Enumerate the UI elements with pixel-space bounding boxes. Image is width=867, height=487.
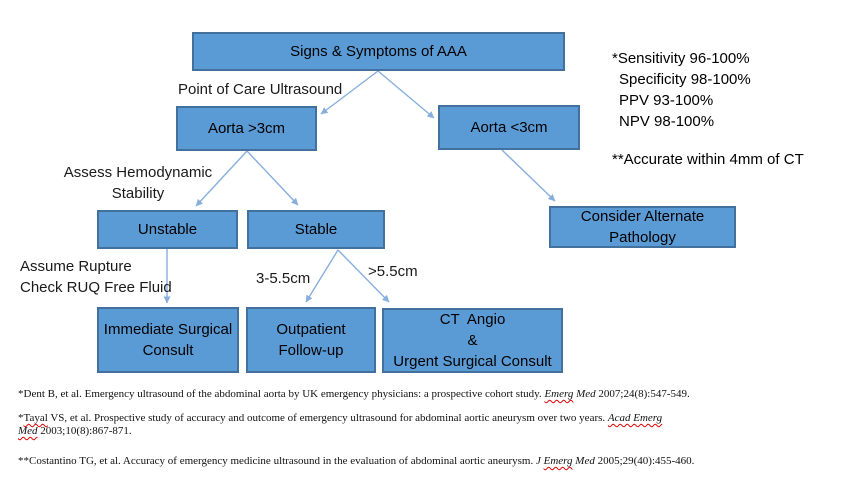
- label-assume-rupture-ruq: Assume Rupture Check RUQ Free Fluid: [20, 258, 172, 296]
- stat-ppv: PPV 93-100%: [619, 92, 714, 109]
- arrow-aortagt3-to-stable: [246, 150, 299, 206]
- node-aorta-gt3cm: Aorta >3cm: [176, 106, 317, 151]
- stat-npv: NPV 98-100%: [619, 113, 715, 130]
- node-aorta-lt3cm: Aorta <3cm: [438, 105, 580, 150]
- node-outpatient-followup: Outpatient Follow-up: [246, 307, 376, 373]
- stat-sensitivity: *Sensitivity 96-100%: [612, 50, 750, 67]
- node-ct-angio-urgent-consult: CT Angio & Urgent Surgical Consult: [382, 308, 563, 373]
- arrow-aortalt3-to-consider: [501, 149, 556, 202]
- test-statistics-block: *Sensitivity 96-100% Specificity 98-100%…: [612, 48, 751, 132]
- node-signs-symptoms: Signs & Symptoms of AAA: [192, 32, 565, 71]
- node-unstable: Unstable: [97, 210, 238, 249]
- label-assess-hemodynamic-stability: Assess Hemodynamic Stability: [63, 164, 213, 202]
- label-3-to-5-5cm: 3-5.5cm: [256, 270, 311, 287]
- reference-tayal: *Tayal VS, et al. Prospective study of a…: [18, 412, 663, 437]
- node-immediate-surgical-consult: Immediate Surgical Consult: [97, 307, 239, 373]
- accuracy-note: **Accurate within 4mm of CT: [612, 151, 804, 168]
- label-gt-5-5cm: >5.5cm: [368, 263, 418, 280]
- reference-costantino: **Costantino TG, et al. Accuracy of emer…: [18, 455, 695, 467]
- reference-dent: *Dent B, et al. Emergency ultrasound of …: [18, 388, 690, 400]
- stat-specificity: Specificity 98-100%: [619, 71, 751, 88]
- arrow-signs-to-aorta-lt3: [377, 70, 435, 119]
- label-point-of-care-ultrasound: Point of Care Ultrasound: [178, 81, 343, 98]
- node-stable: Stable: [247, 210, 385, 249]
- arrow-stable-to-outpatient: [305, 249, 339, 303]
- node-consider-alternate-pathology: Consider Alternate Pathology: [549, 206, 736, 248]
